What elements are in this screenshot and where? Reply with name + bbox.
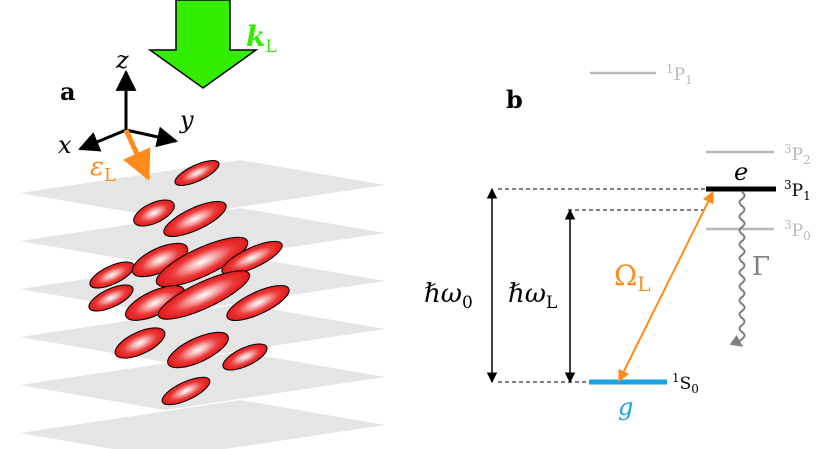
atom: [167, 331, 229, 369]
rabi-coupling-arrow: [618, 190, 714, 383]
term-3P1: 3P1: [784, 178, 811, 203]
z-axis-label: z: [115, 46, 129, 74]
atom: [114, 327, 166, 359]
lattice-plane: [20, 208, 385, 266]
atom: [157, 270, 251, 320]
lattice-plane: [20, 400, 385, 449]
atom: [88, 284, 134, 312]
polarization-arrow: [123, 128, 151, 181]
atom: [155, 236, 249, 288]
term-3P0: 3P0: [784, 218, 811, 243]
coordinate-axes: z y x: [58, 46, 194, 159]
excited-state-label: e: [734, 158, 748, 186]
panel-b: b 1P1 3P2 3P1 3P0 1S0 e g ℏω0 ℏωL ΩL Γ: [424, 62, 811, 421]
laser-k-label: kL: [246, 20, 277, 57]
laser-beam-arrow: [147, 0, 259, 89]
panel-a: a kL z y x εL: [20, 0, 385, 449]
lattice-plane: [20, 160, 385, 218]
ground-state-label: g: [618, 393, 633, 421]
omegaL-label: ℏωL: [508, 279, 557, 313]
atom: [174, 160, 220, 186]
polarization-label: εL: [90, 152, 116, 186]
decay-label: Γ: [752, 252, 770, 282]
term-3P2: 3P2: [784, 142, 811, 167]
panel-a-label: a: [60, 77, 76, 106]
atom: [226, 285, 290, 321]
atom: [221, 240, 283, 276]
omega0-label: ℏω0: [424, 279, 473, 313]
atom: [161, 376, 211, 406]
x-axis-label: x: [58, 131, 72, 159]
optical-lattice: [20, 160, 385, 449]
atom: [163, 201, 227, 237]
y-axis-label: y: [179, 106, 194, 134]
atom: [133, 199, 175, 227]
atom: [222, 343, 268, 371]
lattice-plane: [20, 304, 385, 362]
decay-arrow: [729, 191, 746, 347]
term-1S0: 1S0: [672, 371, 699, 396]
term-1P1: 1P1: [666, 62, 693, 87]
rabi-label: ΩL: [614, 259, 651, 296]
panel-b-label: b: [506, 85, 523, 114]
